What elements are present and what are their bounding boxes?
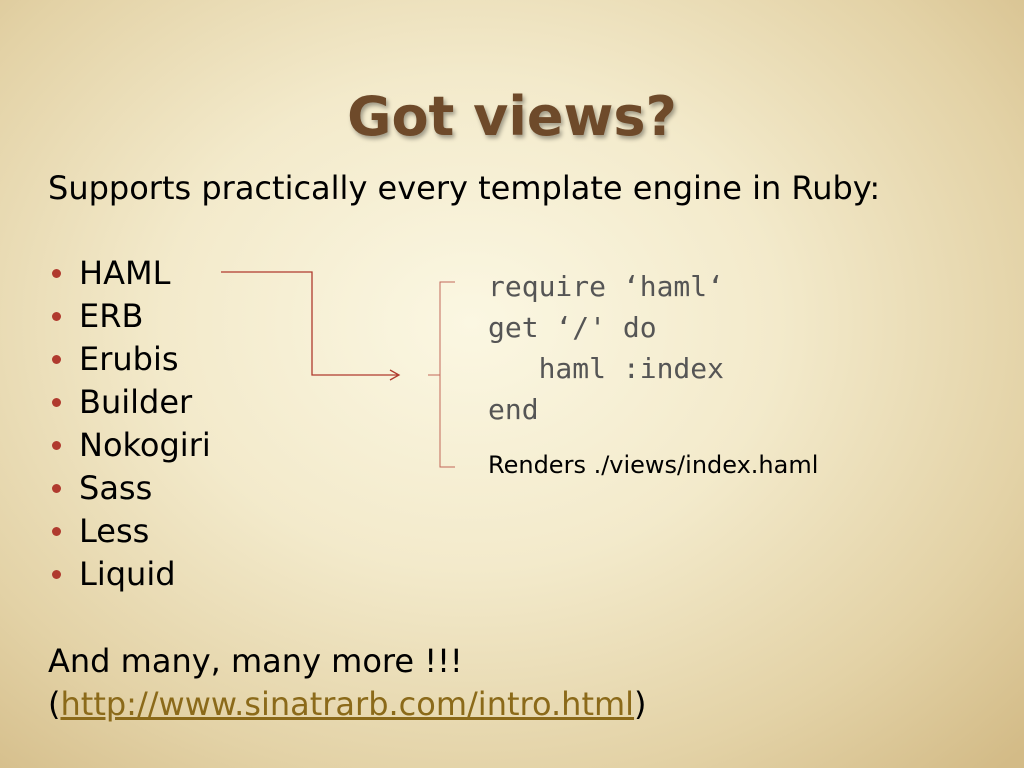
template-engine-list: HAML ERB Erubis Builder Nokogiri Sass Le… [48, 252, 211, 596]
list-item: Erubis [48, 338, 211, 381]
paren-close: ) [634, 685, 647, 723]
slide-title: Got views? [347, 85, 677, 148]
bullet-icon [52, 269, 61, 278]
more-text: And many, many more !!! [48, 642, 463, 680]
code-brace-bracket [428, 281, 455, 468]
bullet-icon [52, 570, 61, 579]
more-engines-note: And many, many more !!! (http://www.sina… [48, 640, 647, 726]
list-item-label: HAML [79, 254, 171, 292]
list-item-label: Less [79, 512, 150, 550]
list-item: Liquid [48, 553, 211, 596]
list-item-label: Erubis [79, 340, 179, 378]
list-item-label: Sass [79, 469, 153, 507]
code-snippet: require ‘haml‘ get ‘/' do haml :index end [488, 266, 724, 430]
bullet-icon [52, 355, 61, 364]
intro-text: Supports practically every template engi… [48, 169, 881, 207]
list-item-label: Builder [79, 383, 193, 421]
list-item: ERB [48, 295, 211, 338]
list-item: Less [48, 510, 211, 553]
bullet-icon [52, 484, 61, 493]
arrow-head-icon [389, 369, 401, 381]
code-line: get ‘/' do [488, 311, 657, 344]
bullet-icon [52, 312, 61, 321]
code-line: end [488, 393, 539, 426]
list-item: HAML [48, 252, 211, 295]
list-item-label: Nokogiri [79, 426, 211, 464]
sinatra-intro-link[interactable]: http://www.sinatrarb.com/intro.html [60, 685, 635, 723]
bullet-icon [52, 398, 61, 407]
renders-note: Renders ./views/index.haml [488, 451, 819, 479]
list-item-label: ERB [79, 297, 144, 335]
bullet-icon [52, 527, 61, 536]
connector-arrow-line [221, 271, 398, 376]
code-line: require ‘haml‘ [488, 270, 725, 303]
link-line: (http://www.sinatrarb.com/intro.html) [48, 683, 647, 726]
code-line: haml :index [488, 352, 725, 385]
list-item: Sass [48, 467, 211, 510]
list-item: Builder [48, 381, 211, 424]
list-item-label: Liquid [79, 555, 176, 593]
list-item: Nokogiri [48, 424, 211, 467]
paren-open: ( [48, 685, 61, 723]
bullet-icon [52, 441, 61, 450]
